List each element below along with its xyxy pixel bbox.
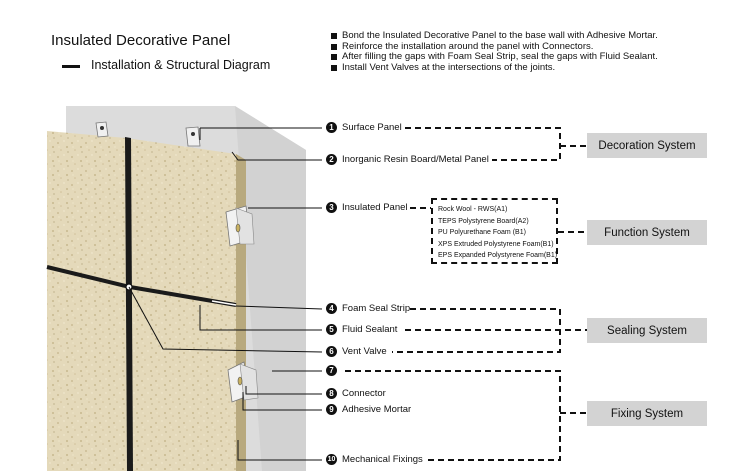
fixing-system-box: Fixing System <box>587 401 707 426</box>
callout-vent-valve: 6 Vent Valve <box>326 346 387 357</box>
diagram-title: Insulated Decorative Panel <box>51 32 231 49</box>
insulation-materials-box: Rock Wool - RWS(A1) TEPS Polystyrene Boa… <box>431 198 558 264</box>
system-dashed-lines <box>345 127 587 461</box>
callout-label: Vent Valve <box>342 346 387 357</box>
installation-notes: Bond the Insulated Decorative Panel to t… <box>330 30 658 74</box>
callout-label: Surface Panel <box>342 122 402 133</box>
callout-label: Insulated Panel <box>342 202 408 213</box>
callout-number-8: 8 <box>326 388 337 399</box>
connector-side-mid <box>225 205 255 247</box>
callout-7: 7 <box>326 365 342 376</box>
callout-label: Inorganic Resin Board/Metal Panel <box>342 154 489 165</box>
note-item: Install Vent Valves at the intersections… <box>330 62 658 74</box>
surface-panel <box>47 131 236 471</box>
sealing-system-box: Sealing System <box>587 318 707 343</box>
decoration-system-box: Decoration System <box>587 133 707 158</box>
callout-number-5: 5 <box>326 324 337 335</box>
callout-number-9: 9 <box>326 404 337 415</box>
callout-foam-seal-strip: 4 Foam Seal Strip <box>326 303 410 314</box>
callout-mechanical-fixings: 10 Mechanical Fixings <box>326 454 423 465</box>
callout-surface-panel: 1 Surface Panel <box>326 122 402 133</box>
material-item: PU Polyurethane Foam (B1) <box>438 229 526 237</box>
diagram-subtitle: Installation & Structural Diagram <box>91 58 271 72</box>
callout-label: Fluid Sealant <box>342 324 398 335</box>
callout-number-7: 7 <box>326 365 337 376</box>
callout-number-4: 4 <box>326 303 337 314</box>
callout-adhesive-mortar: 9 Adhesive Mortar <box>326 404 411 415</box>
subtitle-rule <box>62 65 80 68</box>
material-item: XPS Extruded Polystyrene Foam(B1) <box>438 240 554 248</box>
callout-fluid-sealant: 5 Fluid Sealant <box>326 324 397 335</box>
callout-label: Foam Seal Strip <box>342 303 411 314</box>
material-item: EPS Expanded Polystyrene Foam(B1) <box>438 252 558 260</box>
panel-edge <box>236 154 246 471</box>
function-system-box: Function System <box>587 220 707 245</box>
callout-label: Mechanical Fixings <box>342 454 423 465</box>
note-item: After filling the gaps with Foam Seal St… <box>330 52 658 63</box>
vertical-joint <box>125 137 133 471</box>
material-item: Rock Wool - RWS(A1) <box>438 206 508 213</box>
connector-top-1 <box>95 121 109 138</box>
callout-number-10: 10 <box>326 454 337 465</box>
callout-number-6: 6 <box>326 346 337 357</box>
callout-inorganic-board: 2 Inorganic Resin Board/Metal Panel <box>326 154 489 165</box>
callout-insulated-panel: 3 Insulated Panel <box>326 202 408 213</box>
callout-label: Connector <box>342 388 386 399</box>
callout-connector: 8 Connector <box>326 388 386 399</box>
callout-number-1: 1 <box>326 122 337 133</box>
callout-label: Adhesive Mortar <box>342 404 412 415</box>
note-item: Reinforce the installation around the pa… <box>330 41 658 53</box>
connector-top-2 <box>185 126 201 147</box>
note-item: Bond the Insulated Decorative Panel to t… <box>330 30 658 42</box>
foam-seal-strip <box>211 300 237 306</box>
leader-lines <box>128 127 323 461</box>
base-wall-face <box>235 106 306 471</box>
material-item: TEPS Polystyrene Board(A2) <box>438 217 529 225</box>
callout-number-3: 3 <box>326 202 337 213</box>
callout-number-2: 2 <box>326 154 337 165</box>
